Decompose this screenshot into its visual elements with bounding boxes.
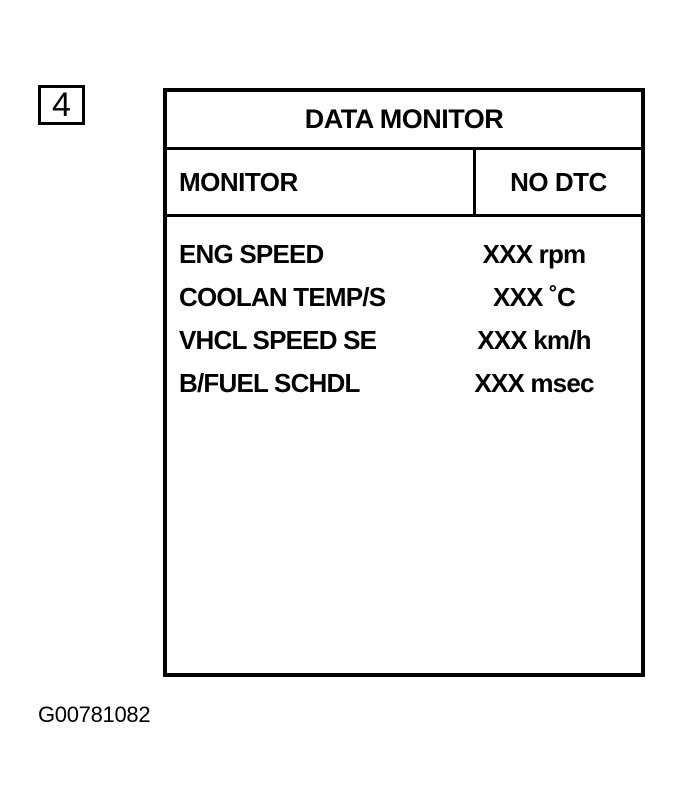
item-label: ENG SPEED [179, 239, 324, 269]
step-number: 4 [52, 86, 71, 124]
monitor-item-row: VHCL SPEED SE XXX km/h [167, 319, 641, 362]
monitor-item-row: B/FUEL SCHDL XXX msec [167, 362, 641, 405]
item-label: B/FUEL SCHDL [179, 368, 360, 398]
mode-header-row: MONITOR NO DTC [167, 150, 641, 217]
item-value: XXX rpm [482, 239, 587, 269]
step-number-box: 4 [38, 85, 85, 125]
figure-id-caption: G00781082 [38, 702, 151, 727]
monitor-item-list: ENG SPEED XXX rpm COOLAN TEMP/S XXX ˚C V… [167, 217, 641, 405]
dtc-status-label: NO DTC [510, 166, 607, 197]
item-value: XXX km/h [477, 325, 591, 355]
item-label: COOLAN TEMP/S [179, 282, 386, 312]
data-monitor-screen: DATA MONITOR MONITOR NO DTC ENG SPEED XX… [163, 88, 645, 677]
item-label: VHCL SPEED SE [179, 325, 377, 355]
monitor-mode-label: MONITOR [167, 150, 476, 214]
monitor-item-row: ENG SPEED XXX rpm [167, 233, 641, 276]
screen-title: DATA MONITOR [167, 92, 641, 150]
monitor-item-row: COOLAN TEMP/S XXX ˚C [167, 276, 641, 319]
item-value: XXX msec [474, 368, 594, 398]
item-value: XXX ˚C [493, 282, 576, 312]
